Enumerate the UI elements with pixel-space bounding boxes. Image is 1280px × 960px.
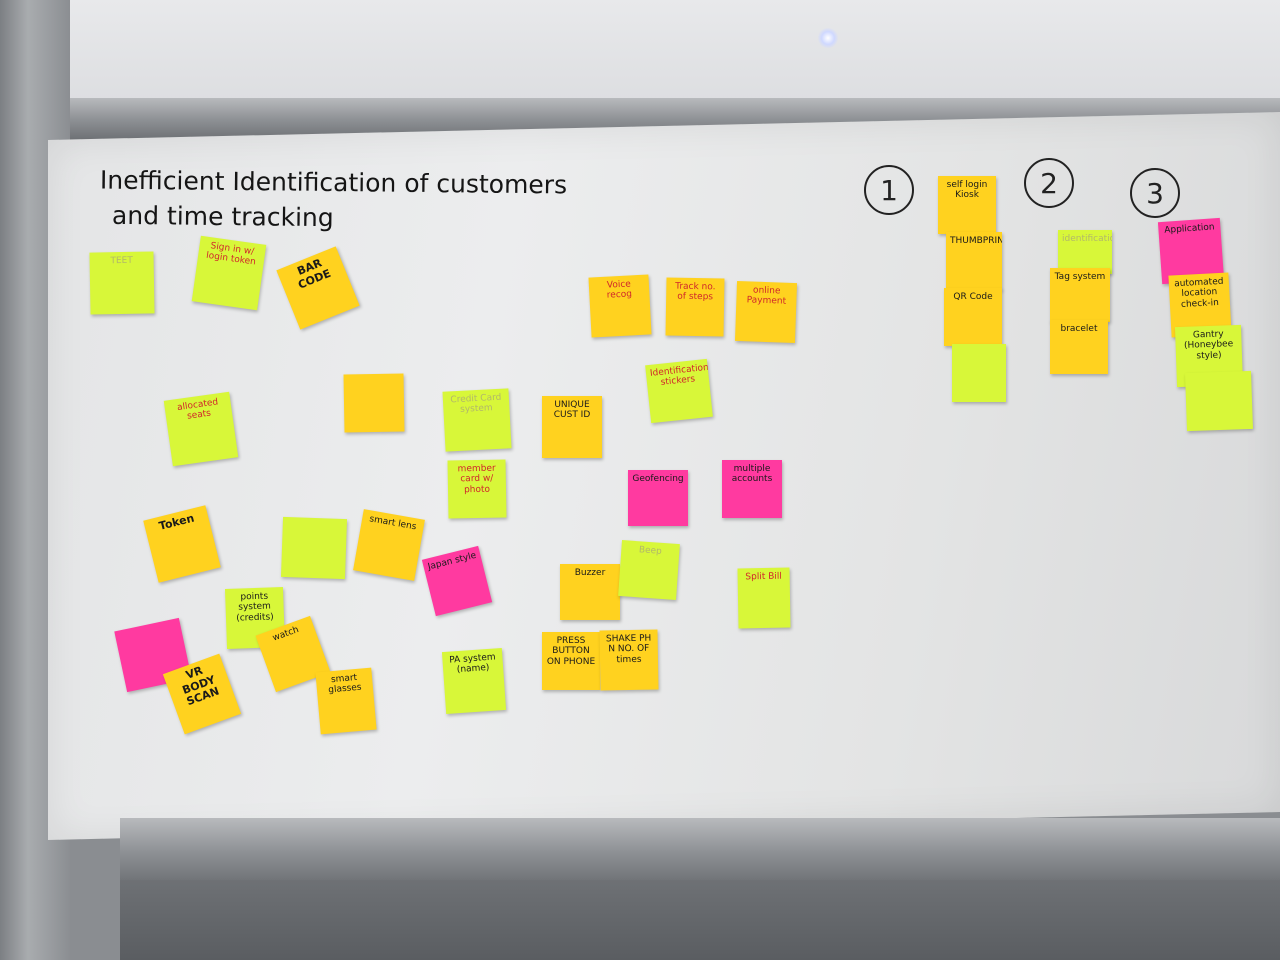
sticky-note: online Payment xyxy=(734,280,798,344)
sticky-note: Tag system xyxy=(1050,268,1110,322)
sticky-note: SHAKE PH N NO. OF times xyxy=(599,629,659,691)
sticky-note: bracelet xyxy=(1050,320,1108,374)
board-title-line-1: Inefficient Identification of customers xyxy=(99,165,568,200)
upper-whiteboard xyxy=(60,0,1280,110)
sticky-note: Credit Card system xyxy=(442,388,512,452)
lower-wall xyxy=(120,880,1280,960)
sticky-note: Identification stickers xyxy=(645,358,713,424)
sticky-note: allocated seats xyxy=(163,391,239,467)
sticky-note: Sign in w/ login token xyxy=(191,235,267,311)
sticky-note xyxy=(952,344,1006,402)
ceiling-light-reflection xyxy=(818,28,838,48)
sticky-note xyxy=(1185,370,1253,432)
sticky-note: Geofencing xyxy=(628,470,688,526)
sticky-note: smart lens xyxy=(353,509,425,581)
sticky-note: Voice recog xyxy=(588,274,652,338)
sticky-note: THUMBPRINT xyxy=(946,232,1002,290)
sticky-note: Beep xyxy=(618,540,680,600)
sticky-note: self login Kiosk xyxy=(938,176,996,234)
sticky-note: QR Code xyxy=(944,288,1002,346)
sticky-note: Buzzer xyxy=(560,564,620,620)
group-number-1: 1 xyxy=(864,165,914,215)
sticky-note: multiple accounts xyxy=(722,460,782,518)
sticky-note: identification xyxy=(1058,230,1112,274)
bottom-tray-rail xyxy=(120,818,1280,884)
group-number-3: 3 xyxy=(1130,168,1180,218)
sticky-note: Split Bill xyxy=(737,567,791,629)
sticky-note: PA system (name) xyxy=(441,647,507,715)
sticky-note: member card w/ photo xyxy=(447,459,507,519)
board-title-line-2: and time tracking xyxy=(111,200,334,233)
sticky-note: UNIQUE CUST ID xyxy=(542,396,602,458)
sticky-note: Track no. of steps xyxy=(665,277,725,337)
sticky-note: smart glasses xyxy=(315,667,377,735)
group-number-2: 2 xyxy=(1024,158,1074,208)
sticky-note: PRESS BUTTON ON PHONE xyxy=(542,632,600,690)
sticky-note-eye xyxy=(343,373,405,433)
sticky-note: TEET xyxy=(89,251,155,315)
sticky-note xyxy=(280,516,348,580)
